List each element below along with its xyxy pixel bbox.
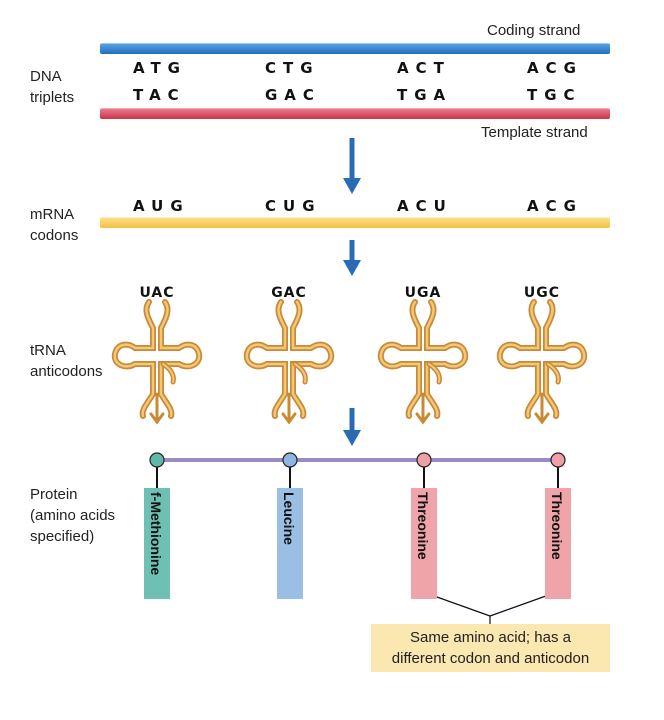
mrna-codon-2: CUG: [265, 197, 322, 215]
trna-anticodon-3: UGA: [405, 285, 442, 301]
mrna-codon-4: ACG: [527, 197, 583, 215]
arrow-trna-to-protein: [343, 408, 361, 446]
trna-anticodon-4: UGC: [524, 285, 560, 301]
dna-coding-triplet-2: CTG: [265, 59, 320, 77]
dna-template-triplet-2: GAC: [265, 86, 321, 104]
coding-strand-bar: [100, 43, 610, 54]
trna-anticodon-2: GAC: [271, 285, 307, 301]
aa-node-4: [550, 452, 566, 468]
same-amino-acid-callout: Same amino acid; has a different codon a…: [371, 624, 610, 672]
trna-molecule-3: [381, 302, 465, 422]
amino-acid-2: Leucine: [277, 488, 303, 599]
amino-acid-3: Threonine: [411, 488, 437, 599]
dna-coding-triplet-1: ATG: [133, 59, 187, 77]
trna-anticodon-1: UAC: [139, 285, 174, 301]
mrna-codon-1: AUG: [133, 197, 190, 215]
dna-template-triplet-4: TGC: [527, 86, 582, 104]
arrow-mrna-to-trna: [343, 240, 361, 276]
amino-acid-4: Threonine: [545, 488, 571, 599]
amino-acid-4-label: Threonine: [549, 492, 565, 560]
dna-coding-triplet-4: ACG: [527, 59, 583, 77]
dna-coding-triplet-3: ACT: [397, 59, 451, 77]
arrow-dna-to-mrna: [343, 138, 361, 194]
trna-molecule-1: [115, 302, 199, 422]
aa-node-1: [149, 452, 165, 468]
aa-node-2: [282, 452, 298, 468]
trna-molecule-4: [500, 302, 584, 422]
template-strand-label: Template strand: [481, 124, 588, 141]
amino-acid-3-label: Threonine: [415, 492, 431, 560]
amino-acid-1-label: f-Methionine: [148, 492, 164, 576]
trna-molecule-2: [247, 302, 331, 422]
mrna-codon-3: ACU: [397, 197, 453, 215]
template-strand-bar: [100, 108, 610, 119]
callout-line-2: different codon and anticodon: [391, 650, 590, 667]
amino-acid-2-label: Leucine: [281, 492, 297, 545]
mrna-strand-bar: [100, 217, 610, 228]
dna-template-triplet-3: TGA: [397, 86, 453, 104]
amino-acid-1: f-Methionine: [144, 488, 170, 599]
aa-node-3: [416, 452, 432, 468]
callout-line-1: Same amino acid; has a: [410, 629, 571, 646]
coding-strand-label: Coding strand: [487, 22, 581, 39]
dna-template-triplet-1: TAC: [133, 86, 186, 104]
